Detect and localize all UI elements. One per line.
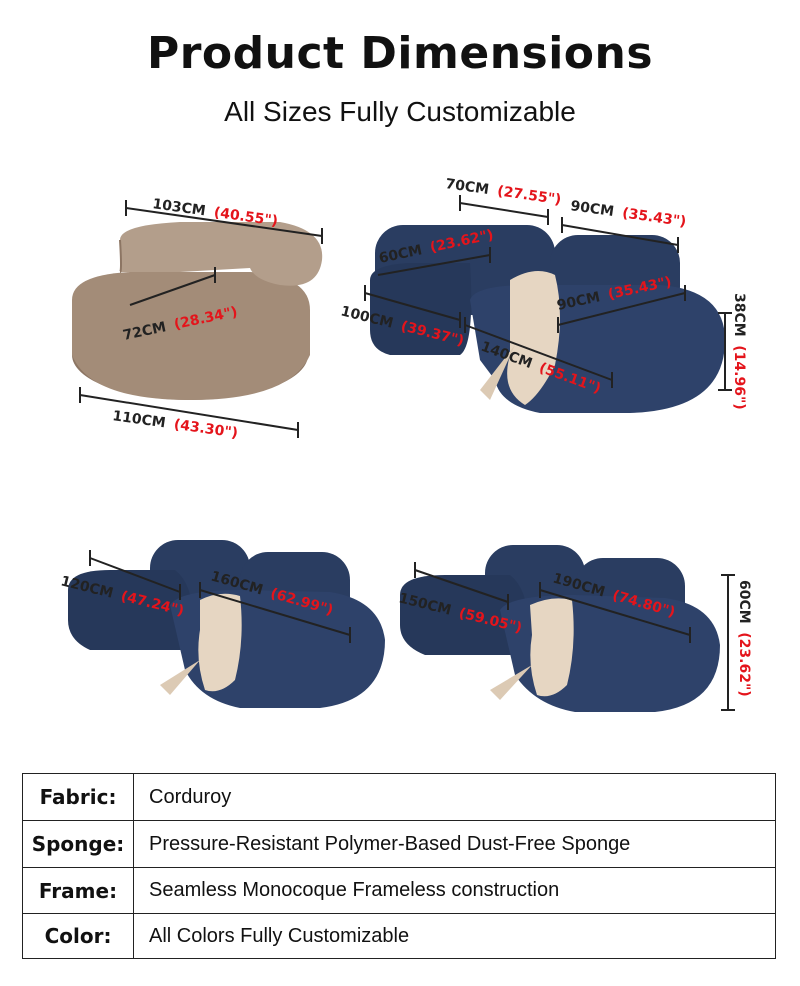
spec-row-frame: Frame: Seamless Monocoque Frameless cons… bbox=[23, 867, 775, 913]
spec-value: Pressure-Resistant Polymer-Based Dust-Fr… bbox=[149, 832, 631, 855]
sofa-large-image bbox=[400, 545, 720, 712]
spec-value: All Colors Fully Customizable bbox=[149, 924, 410, 947]
sofa-large-figure: 150CM (59.05") 190CM (74.80") 60CM (23.6… bbox=[397, 545, 755, 712]
sectional-figure: 70CM (27.55") 90CM (35.43") 60CM (23.62"… bbox=[339, 176, 750, 413]
dimension-height: 60CM (23.62") bbox=[721, 574, 755, 711]
page-subtitle: All Sizes Fully Customizable bbox=[224, 96, 576, 127]
dim-cm: 103CM bbox=[151, 196, 206, 219]
spec-row-color: Color: All Colors Fully Customizable bbox=[23, 913, 775, 958]
spec-label: Sponge: bbox=[31, 832, 125, 856]
dim-inch: (43.30") bbox=[173, 417, 239, 442]
spec-row-fabric: Fabric: Corduroy bbox=[23, 774, 775, 820]
dim-cm: 60CM bbox=[736, 580, 752, 624]
spec-value: Corduroy bbox=[149, 785, 232, 808]
sectional-image bbox=[370, 225, 725, 413]
spec-label: Fabric: bbox=[39, 785, 117, 809]
svg-text:38CM (14.96"): 38CM (14.96") bbox=[731, 293, 750, 410]
chair-image bbox=[72, 222, 323, 400]
spec-table: Fabric: Corduroy Sponge: Pressure-Resist… bbox=[22, 773, 776, 959]
dim-inch: (27.55") bbox=[496, 183, 562, 208]
spec-label: Color: bbox=[44, 924, 112, 948]
dim-cm: 110CM bbox=[111, 408, 166, 431]
dimension-height: 38CM (14.96") bbox=[718, 293, 750, 410]
svg-text:60CM (23.62"): 60CM (23.62") bbox=[736, 580, 755, 697]
svg-text:90CM (35.43"): 90CM (35.43") bbox=[569, 195, 687, 230]
spec-value: Seamless Monocoque Frameless constructio… bbox=[149, 879, 560, 901]
dim-cm: 38CM bbox=[731, 293, 747, 337]
spec-label: Frame: bbox=[38, 878, 118, 903]
dimension-top-middle: 70CM (27.55") bbox=[444, 176, 562, 225]
single-chair-figure: 103CM (40.55") 72CM (28.34") 110CM (43.3… bbox=[72, 196, 323, 442]
spec-row-sponge: Sponge: Pressure-Resistant Polymer-Based… bbox=[23, 820, 775, 867]
dim-cm: 90CM bbox=[569, 198, 615, 220]
sofa-small-figure: 120CM (47.24") 160CM (62.99") bbox=[59, 540, 385, 708]
dim-inch: (23.62") bbox=[736, 632, 752, 696]
sofa-small-image bbox=[68, 540, 385, 708]
page-title: Product Dimensions bbox=[146, 28, 654, 79]
dim-inch: (14.96") bbox=[731, 345, 747, 409]
dim-inch: (35.43") bbox=[621, 205, 687, 230]
dim-cm: 70CM bbox=[444, 176, 490, 198]
